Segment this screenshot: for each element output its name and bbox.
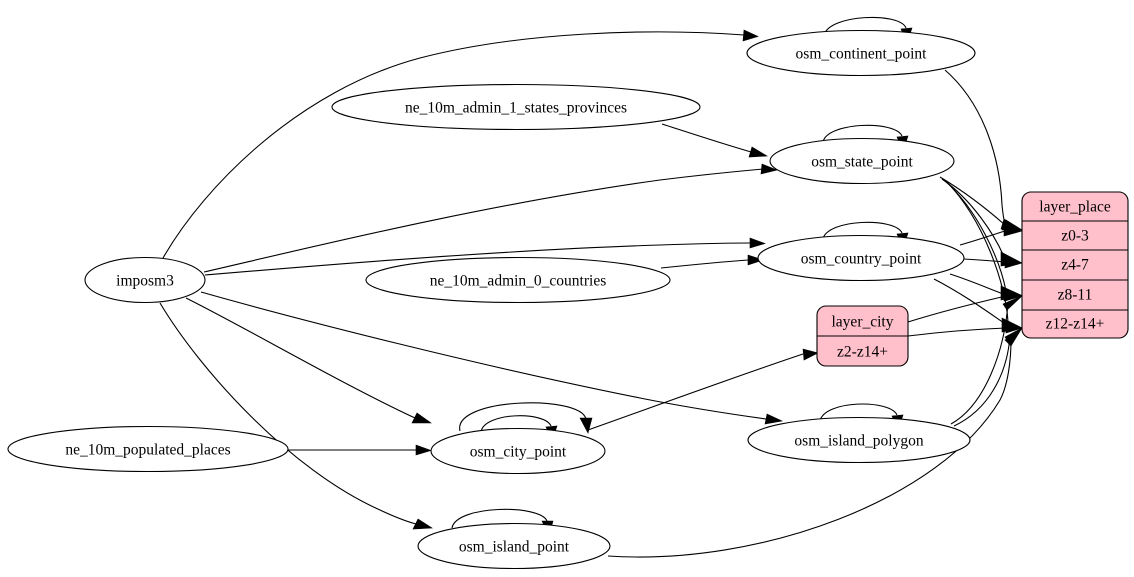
node-label-imposm3: imposm3 (116, 273, 174, 290)
edge-osm_island_point-to-layer_place-z12-z14 (607, 339, 1012, 558)
edge-self-loop-inner-osm_city_point (480, 415, 552, 433)
node-osm_island_polygon[interactable]: osm_island_polygon (747, 416, 971, 464)
arrowhead-icon (415, 444, 432, 456)
edge-osm_continent_point-to-layer_place-z0-3 (944, 69, 1007, 229)
edge-imposm3-to-osm_country_point (204, 242, 751, 276)
node-label-ne_10m_populated_places: ne_10m_populated_places (65, 442, 230, 459)
arrowhead-icon (411, 412, 432, 424)
node-shape-ne_10m_admin_1_states_provinces[interactable] (331, 83, 701, 131)
edge-imposm3-to-osm_city_point (185, 297, 416, 419)
edge-imposm3-to-osm_state_point (203, 168, 764, 273)
node-osm_state_point[interactable]: osm_state_point (769, 137, 955, 185)
edge-osm_island_polygon-to-layer_place-z12-z14 (953, 335, 1011, 427)
record-row-layer_city-title[interactable]: layer_city (832, 314, 894, 331)
node-shape-osm_city_point[interactable] (430, 427, 606, 475)
node-label-ne_10m_admin_0_countries: ne_10m_admin_0_countries (430, 273, 607, 290)
arrowhead-icon (764, 413, 783, 425)
record-row-layer_place-z12-z14[interactable]: z12-z14+ (1046, 316, 1105, 333)
node-imposm3[interactable]: imposm3 (84, 256, 206, 304)
node-shape-ne_10m_populated_places[interactable] (7, 425, 289, 473)
edge-osm_country_point-to-layer_place-z12-z14 (933, 278, 1008, 326)
edge-layer (159, 16, 1024, 558)
node-label-osm_island_point: osm_island_point (459, 539, 570, 556)
edge-self-loop-osm_country_point (822, 221, 903, 240)
edge-osm_country_point-to-layer_place-z0-3 (959, 230, 1006, 246)
node-label-osm_continent_point: osm_continent_point (796, 46, 928, 63)
arrowhead-icon (579, 417, 593, 434)
node-layer: imposm3 ne_10m_admin_1_states_provinces … (7, 29, 1129, 570)
arrowhead-icon (1005, 322, 1024, 334)
edge-imposm3-to-osm_island_point (159, 302, 417, 525)
edge-layer_city-to-layer_place-z12-z14 (907, 327, 1007, 337)
node-shape-ne_10m_admin_0_countries[interactable] (365, 256, 671, 304)
node-label-osm_state_point: osm_state_point (811, 154, 913, 171)
record-row-layer_place-title[interactable]: layer_place (1039, 199, 1111, 216)
node-label-ne_10m_admin_1_states_provinces: ne_10m_admin_1_states_provinces (405, 100, 627, 117)
arrowhead-icon (802, 348, 819, 361)
edge-states_provinces-to-osm_state_point (661, 123, 752, 153)
node-shape-osm_country_point[interactable] (757, 234, 965, 282)
record-row-layer_place-z4-7[interactable]: z4-7 (1061, 257, 1089, 274)
edge-layer_city-to-layer_place-z8-11 (907, 295, 1007, 323)
node-osm_island_point[interactable]: osm_island_point (417, 522, 611, 570)
edge-imposm3-to-osm_continent_point (162, 31, 745, 259)
edge-self-loop-osm_island_polygon (819, 403, 898, 422)
arrowhead-icon (1004, 327, 1023, 347)
node-layer_place[interactable]: layer_place z0-3 z4-7 z8-11 z12-z14+ (1021, 191, 1129, 339)
record-row-layer_city-z2-z14[interactable]: z2-z14+ (837, 344, 888, 361)
node-shape-osm_island_polygon[interactable] (747, 416, 971, 464)
node-shape-osm_state_point[interactable] (769, 137, 955, 185)
node-osm_city_point[interactable]: osm_city_point (430, 427, 606, 475)
arrowhead-icon (742, 29, 759, 42)
record-row-layer_place-z0-3[interactable]: z0-3 (1061, 228, 1089, 245)
arrowhead-icon (1004, 290, 1024, 302)
node-shape-imposm3[interactable] (84, 256, 206, 304)
edge-self-loop-osm_state_point (822, 124, 903, 143)
edge-osm_island_polygon-to-layer_place-z8-11 (950, 301, 1009, 425)
node-ne_10m_admin_1_states_provinces[interactable]: ne_10m_admin_1_states_provinces (331, 83, 701, 131)
edge-osm_country_point-to-layer_place-z8-11 (949, 273, 1007, 296)
edge-self-loop-osm_continent_point (823, 16, 907, 36)
edge-osm_state_point-to-layer_place-z8-11 (943, 179, 1007, 292)
node-shape-osm_island_point[interactable] (417, 522, 611, 570)
node-label-osm_country_point: osm_country_point (801, 251, 922, 268)
node-osm_continent_point[interactable]: osm_continent_point (746, 29, 976, 77)
edge-osm_city_point-to-layer_city (587, 353, 804, 431)
node-shape-osm_continent_point[interactable] (746, 29, 976, 77)
edge-osm_state_point-to-layer_place-z0-3 (939, 176, 1006, 226)
edge-imposm3-to-osm_island_polygon (200, 291, 767, 420)
node-label-osm_city_point: osm_city_point (470, 444, 567, 461)
edge-self-loop-outer-osm_city_point (459, 402, 587, 432)
arrowhead-icon (748, 146, 768, 158)
node-label-osm_island_polygon: osm_island_polygon (794, 433, 923, 450)
arrowhead-icon (749, 237, 766, 249)
arrowhead-icon (760, 163, 778, 175)
record-row-layer_place-z8-11[interactable]: z8-11 (1058, 287, 1093, 304)
edge-osm_country_point-to-layer_place-z4-7 (963, 258, 1007, 263)
node-ne_10m_populated_places[interactable]: ne_10m_populated_places (7, 425, 289, 473)
arrowhead-icon (747, 254, 764, 266)
edge-self-loop-osm_island_point (451, 508, 548, 529)
arrowhead-icon (1004, 256, 1023, 269)
arrowhead-icon (1003, 225, 1024, 237)
node-layer_city[interactable]: layer_city z2-z14+ (816, 305, 909, 367)
node-osm_country_point[interactable]: osm_country_point (757, 234, 965, 282)
node-ne_10m_admin_0_countries[interactable]: ne_10m_admin_0_countries (365, 256, 671, 304)
edge-admin_0_countries-to-osm_country_point (660, 259, 749, 269)
arrowhead-icon (412, 518, 433, 530)
record-shape-layer_place[interactable] (1021, 191, 1129, 339)
arrowhead-icon (1002, 295, 1023, 311)
